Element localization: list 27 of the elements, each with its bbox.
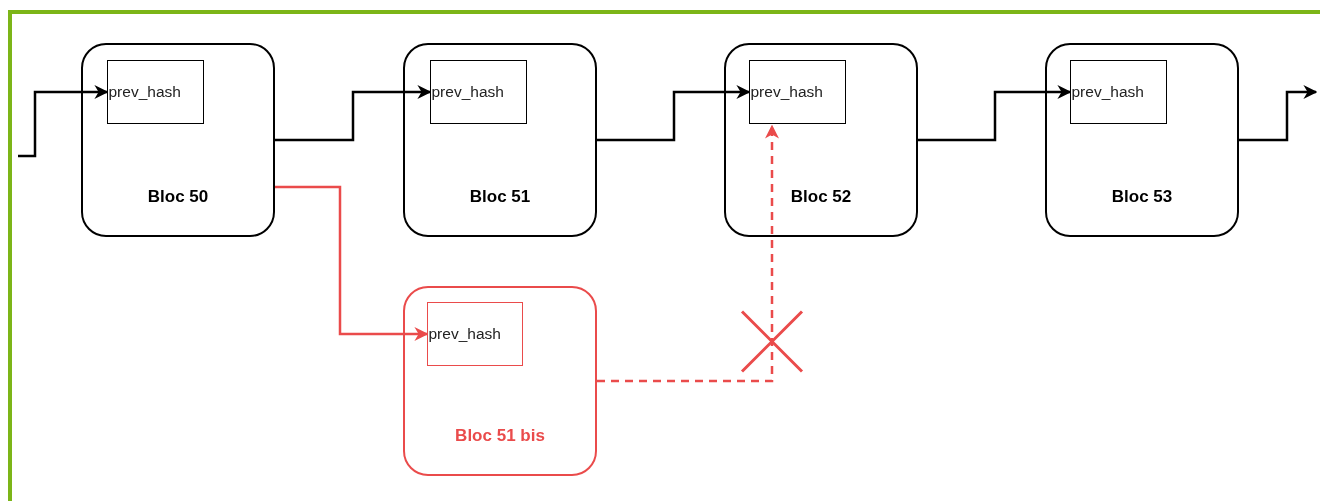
arrow — [918, 85, 1072, 142]
block-box — [724, 43, 918, 237]
field-label: prev_hash — [108, 82, 181, 101]
block-box — [81, 43, 275, 237]
arrow — [597, 124, 779, 383]
arrow — [275, 85, 432, 142]
arrow — [1239, 85, 1318, 142]
block-box — [1045, 43, 1239, 237]
field-label: prev_hash — [750, 82, 823, 101]
block-box — [403, 43, 597, 237]
field-box — [429, 59, 527, 124]
block-title: Bloc 50 — [147, 187, 209, 206]
field-label: prev_hash — [428, 324, 501, 343]
field-box — [426, 301, 523, 366]
block-title: Bloc 53 — [1111, 187, 1173, 206]
field-box — [748, 59, 846, 124]
field-box — [106, 59, 204, 124]
block-title: Bloc 51 bis — [455, 426, 545, 445]
field-box — [1069, 59, 1167, 124]
arrow — [275, 185, 429, 341]
field-label: prev_hash — [431, 82, 504, 101]
block-box — [403, 286, 597, 476]
arrow — [18, 85, 109, 158]
block-title: Bloc 51 — [469, 187, 531, 206]
arrow — [597, 85, 751, 142]
field-label: prev_hash — [1071, 82, 1144, 101]
block-title: Bloc 52 — [790, 187, 852, 206]
